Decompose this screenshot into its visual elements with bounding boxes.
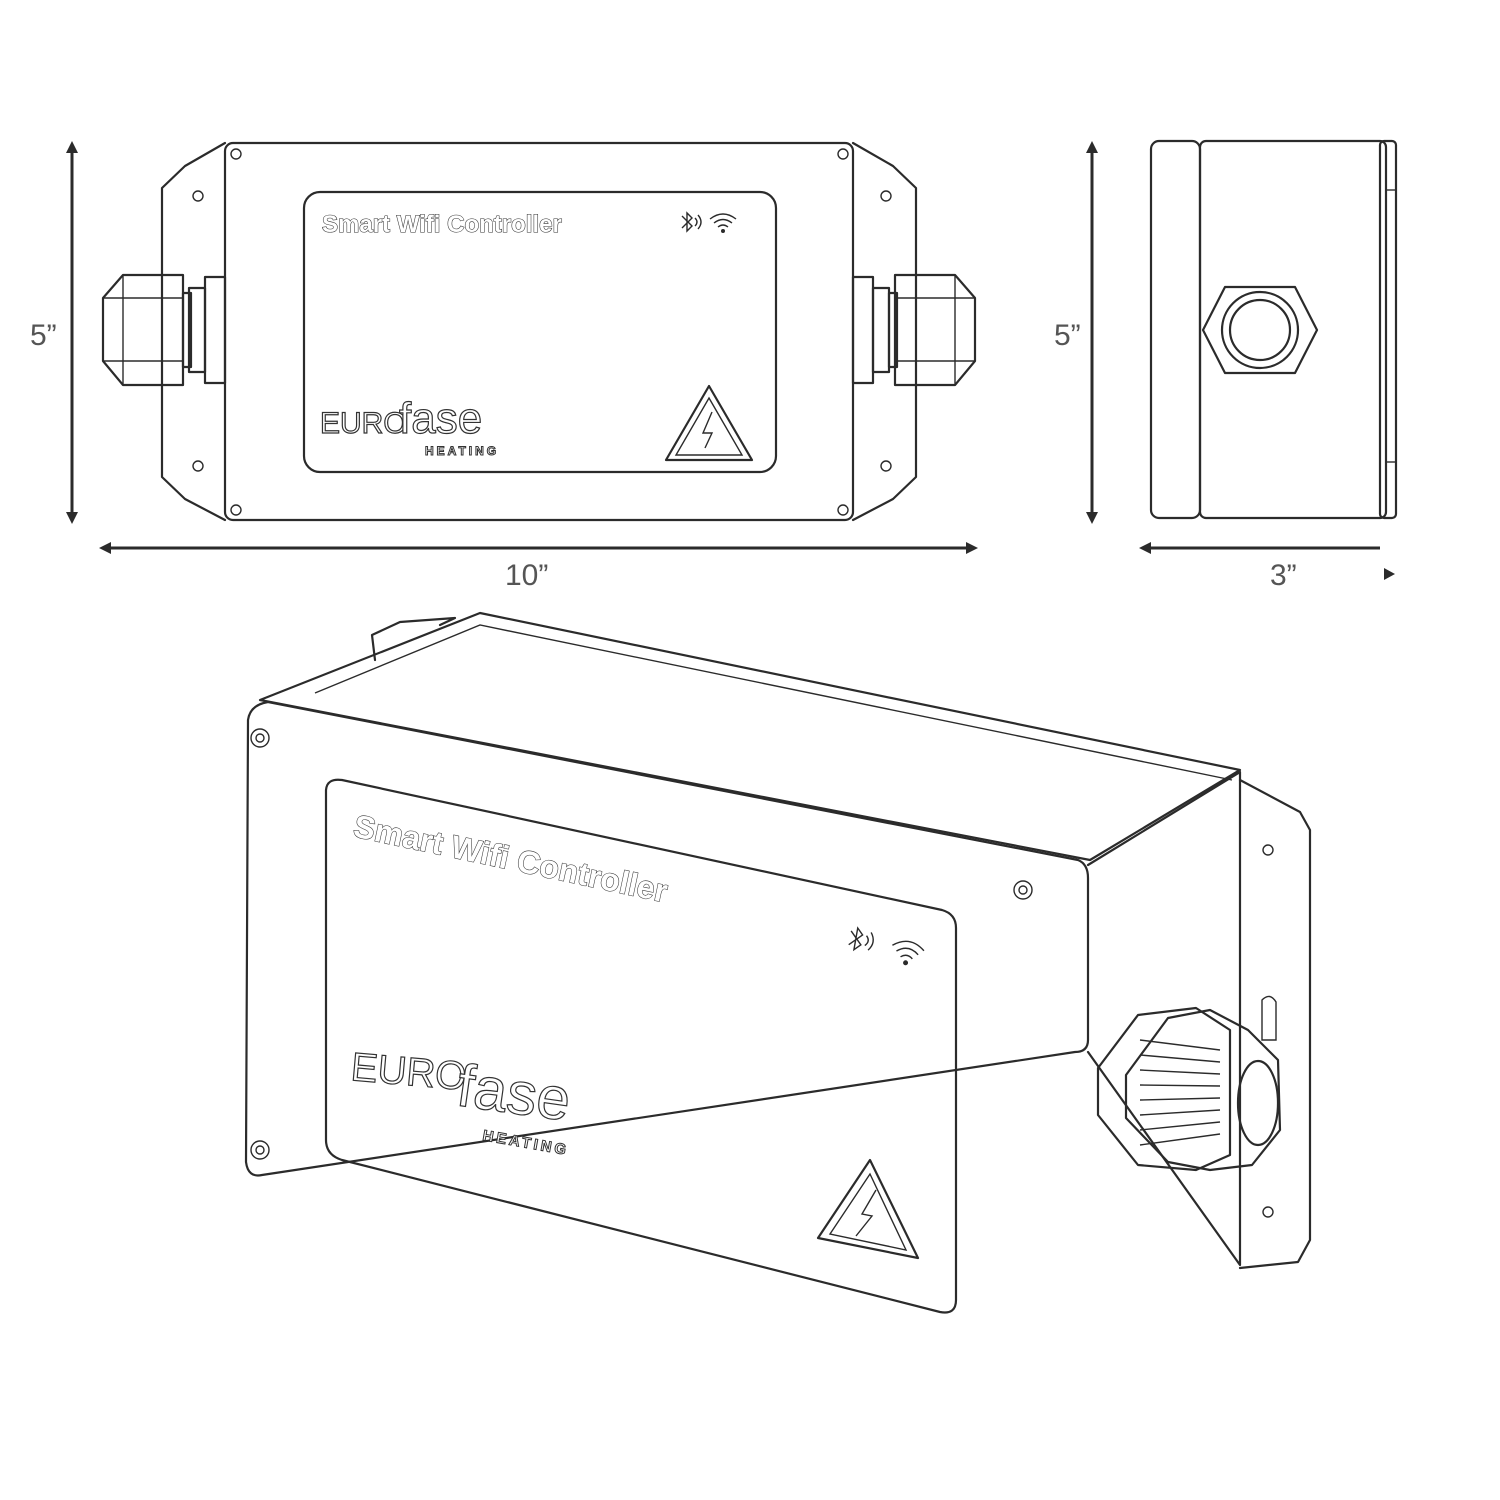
screw bbox=[230, 148, 242, 160]
side-gland-ring bbox=[1220, 290, 1300, 370]
iso-side-flange bbox=[1238, 778, 1312, 1270]
product-label: Smart Wifi Controller bbox=[322, 211, 562, 238]
screw bbox=[250, 1140, 270, 1160]
side-view: 5” 3” bbox=[1054, 139, 1398, 592]
iso-top-face bbox=[258, 611, 1242, 862]
brand-fase: fase bbox=[399, 394, 482, 443]
front-view: Smart Wifi Controller EURO fase HEATING bbox=[30, 141, 978, 592]
right-cable-gland bbox=[851, 273, 977, 387]
label-panel bbox=[302, 190, 778, 474]
side-depth-label: 3” bbox=[1270, 559, 1297, 592]
left-mounting-flange bbox=[160, 141, 227, 522]
electric-hazard-icon bbox=[664, 384, 754, 462]
screw bbox=[837, 148, 849, 160]
left-cable-gland bbox=[101, 273, 227, 387]
side-gland-hex bbox=[1201, 285, 1319, 375]
right-mounting-flange bbox=[851, 141, 918, 522]
brand-sub: HEATING bbox=[425, 444, 499, 458]
iso-gland-opening bbox=[1236, 1059, 1280, 1147]
front-height-label: 5” bbox=[30, 319, 57, 352]
front-width-label: 10” bbox=[505, 559, 548, 592]
iso-side-face bbox=[1086, 770, 1242, 1267]
bluetooth-icon bbox=[848, 926, 874, 952]
screw bbox=[837, 504, 849, 516]
side-flange bbox=[1378, 139, 1398, 520]
screw bbox=[230, 504, 242, 516]
iso-front-face bbox=[244, 700, 1090, 1177]
mounting-hole bbox=[192, 460, 204, 472]
screw bbox=[250, 728, 270, 748]
iso-cable-gland bbox=[1096, 995, 1282, 1172]
screw bbox=[1013, 880, 1033, 900]
mounting-hole bbox=[880, 190, 892, 202]
side-height-label: 5” bbox=[1054, 319, 1081, 352]
side-lid bbox=[1149, 139, 1202, 520]
side-body bbox=[1198, 139, 1388, 520]
isometric-view: Smart Wifi Controller EURO fase HEATING bbox=[244, 611, 1312, 1314]
brand-euro: EURO bbox=[320, 407, 407, 440]
mounting-hole bbox=[192, 190, 204, 202]
mounting-hole bbox=[880, 460, 892, 472]
bluetooth-icon bbox=[681, 211, 702, 233]
side-gland-hole bbox=[1228, 298, 1292, 362]
iso-brand-fase: fase bbox=[453, 1052, 575, 1134]
iso-label-panel bbox=[324, 778, 958, 1314]
iso-brand-euro: EURO bbox=[349, 1045, 468, 1099]
enclosure-body bbox=[223, 141, 855, 522]
brand-logo: EURO fase HEATING bbox=[319, 393, 499, 458]
wifi-icon bbox=[709, 213, 737, 233]
wifi-icon bbox=[892, 940, 925, 966]
electric-hazard-icon bbox=[816, 1158, 920, 1260]
iso-brand-logo: EURO fase HEATING bbox=[349, 1045, 576, 1160]
iso-product-label: Smart Wifi Controller bbox=[351, 808, 671, 910]
